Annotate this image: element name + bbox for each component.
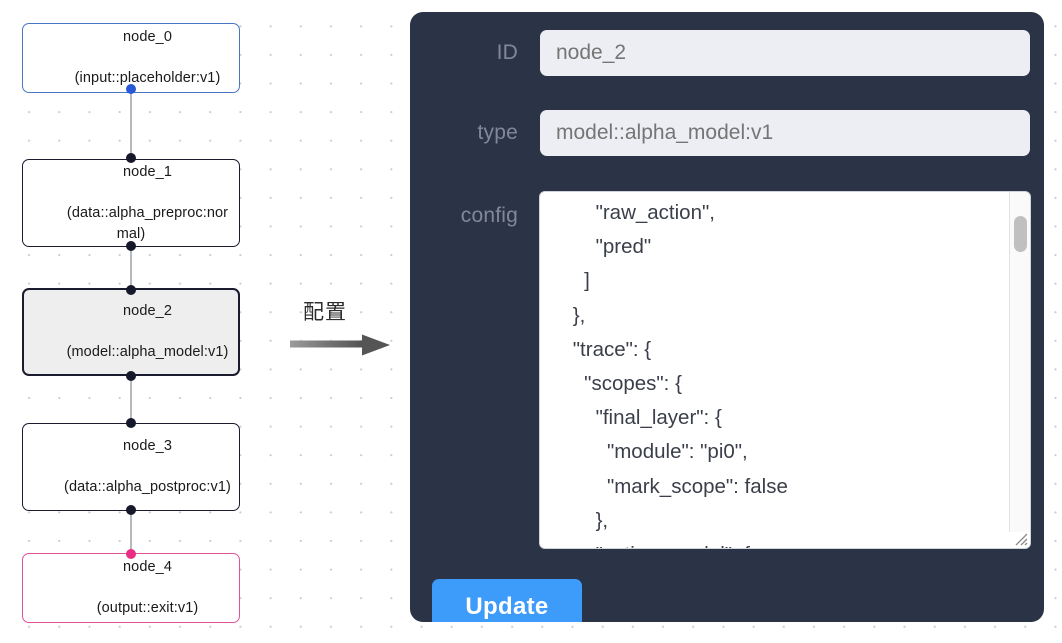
field-row-config: config "raw_action", "pred" ] }, "trace"… — [410, 192, 1044, 548]
config-scrollbar-thumb[interactable] — [1014, 216, 1027, 252]
type-field-label: type — [477, 121, 518, 144]
node_3-source-handle[interactable] — [126, 505, 136, 515]
field-row-id: ID — [410, 30, 1044, 76]
node-label-id: node_2 — [123, 303, 173, 320]
id-input[interactable] — [540, 30, 1030, 76]
edge-node3-node4 — [130, 506, 132, 556]
arrow-right-icon — [290, 334, 390, 356]
transition-annotation: 配置 — [290, 296, 398, 362]
edge-node0-node1 — [130, 88, 132, 164]
config-textarea-wrapper: "raw_action", "pred" ] }, "trace": { "sc… — [540, 192, 1030, 548]
config-textarea[interactable]: "raw_action", "pred" ] }, "trace": { "sc… — [540, 192, 995, 548]
node-label-type: (input::placeholder:v1) — [74, 70, 221, 87]
graph-node-node_1[interactable]: node_1 (data::alpha_preproc:normal) — [22, 159, 240, 247]
node_3-target-handle[interactable] — [126, 418, 136, 428]
graph-node-node_0[interactable]: node_0 (input::placeholder:v1) — [22, 23, 240, 93]
node_0-source-handle[interactable] — [126, 84, 136, 94]
config-field-label: config — [460, 204, 518, 227]
type-input[interactable] — [540, 110, 1030, 156]
id-field-label: ID — [496, 41, 518, 64]
node_2-target-handle[interactable] — [126, 285, 136, 295]
edge-node1-node2 — [130, 242, 132, 292]
field-row-type: type — [410, 110, 1044, 156]
config-scrollbar[interactable] — [1009, 192, 1030, 532]
update-button[interactable]: Update — [432, 579, 582, 622]
node_1-target-handle[interactable] — [126, 153, 136, 163]
node-label-type: (output::exit:v1) — [96, 600, 199, 617]
node-config-panel: ID type config "raw_action", "pred" ] },… — [410, 12, 1044, 622]
node-label-type: (data::alpha_preproc:normal) — [66, 205, 229, 242]
graph-node-node_2[interactable]: node_2 (model::alpha_model:v1) — [22, 288, 240, 376]
graph-node-node_3[interactable]: node_3 (data::alpha_postproc:v1) — [22, 423, 240, 511]
edge-node2-node3 — [130, 372, 132, 424]
node-label-id: node_0 — [123, 29, 173, 46]
node_1-source-handle[interactable] — [126, 241, 136, 251]
node_4-target-handle[interactable] — [126, 549, 136, 559]
transition-label: 配置 — [303, 300, 347, 324]
node-label-id: node_3 — [123, 438, 173, 455]
graph-node-node_4[interactable]: node_4 (output::exit:v1) — [22, 553, 240, 623]
node-label-id: node_4 — [123, 559, 173, 576]
resize-grip-icon[interactable] — [1013, 531, 1029, 547]
node_2-source-handle[interactable] — [126, 371, 136, 381]
node-label-type: (data::alpha_postproc:v1) — [64, 479, 231, 496]
node-label-type: (model::alpha_model:v1) — [66, 344, 229, 361]
node-label-id: node_1 — [123, 164, 173, 180]
